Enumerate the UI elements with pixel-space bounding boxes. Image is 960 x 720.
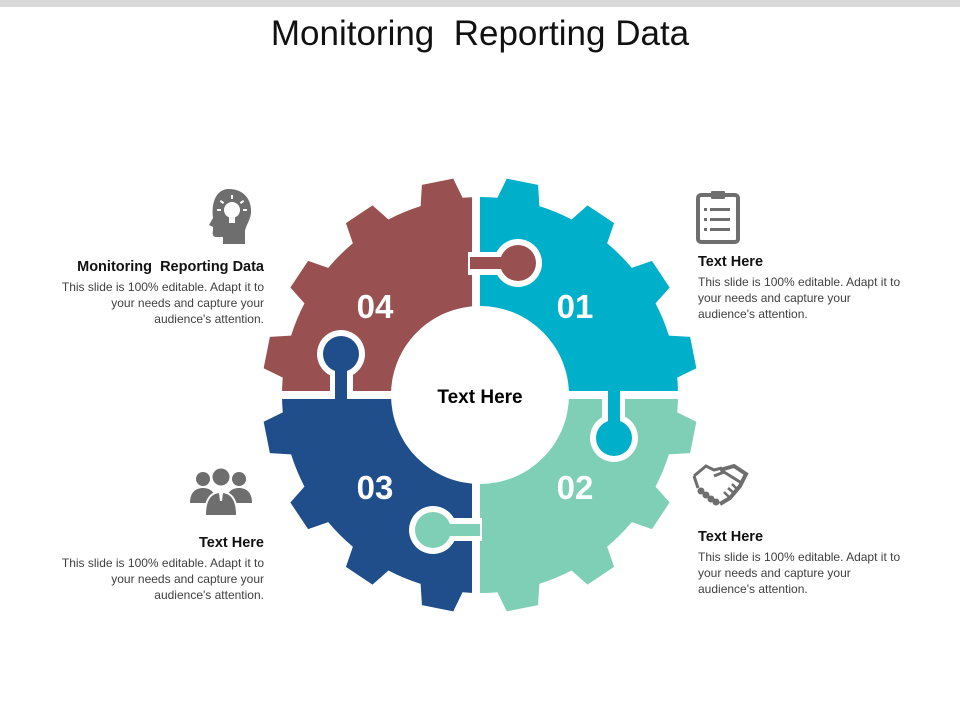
slide-title: Monitoring Reporting Data <box>270 14 690 53</box>
text-block-04: Monitoring Reporting Data This slide is … <box>54 259 264 327</box>
clipboard-icon <box>696 191 740 244</box>
team-icon <box>190 467 252 515</box>
center-circle <box>391 306 569 484</box>
text-block-body: This slide is 100% editable. Adapt it to… <box>61 556 264 602</box>
knob-04-into-01 <box>468 239 542 287</box>
knob-02-into-03 <box>409 506 482 554</box>
gear-segment-02 <box>480 395 697 612</box>
segment-number-01: 01 <box>557 288 594 325</box>
text-block-body: This slide is 100% editable. Adapt it to… <box>698 275 901 321</box>
text-block-body: This slide is 100% editable. Adapt it to… <box>698 550 901 596</box>
gear-segment-01 <box>480 178 697 395</box>
text-block-02: Text Here This slide is 100% editable. A… <box>698 529 908 597</box>
text-block-heading: Text Here <box>698 529 764 545</box>
text-block-01: Text Here This slide is 100% editable. A… <box>698 254 908 322</box>
head-lightbulb-icon <box>209 189 252 244</box>
segment-number-02: 02 <box>557 469 594 506</box>
handshake-icon <box>692 463 749 506</box>
gear-segment-03 <box>263 395 480 612</box>
text-block-body: This slide is 100% editable. Adapt it to… <box>61 280 264 326</box>
gear-segment-04 <box>263 178 480 395</box>
knob-03-into-04 <box>317 330 365 399</box>
text-block-heading: Text Here <box>698 254 764 270</box>
center-label: Text Here <box>437 387 522 408</box>
text-block-03: Text Here This slide is 100% editable. A… <box>54 535 264 603</box>
segment-number-03: 03 <box>357 469 394 506</box>
top-bar <box>0 0 960 7</box>
segment-number-04: 04 <box>357 288 394 325</box>
text-block-heading: Text Here <box>198 535 264 551</box>
text-block-heading: Monitoring Reporting Data <box>77 259 264 275</box>
knob-01-into-02 <box>590 391 638 462</box>
